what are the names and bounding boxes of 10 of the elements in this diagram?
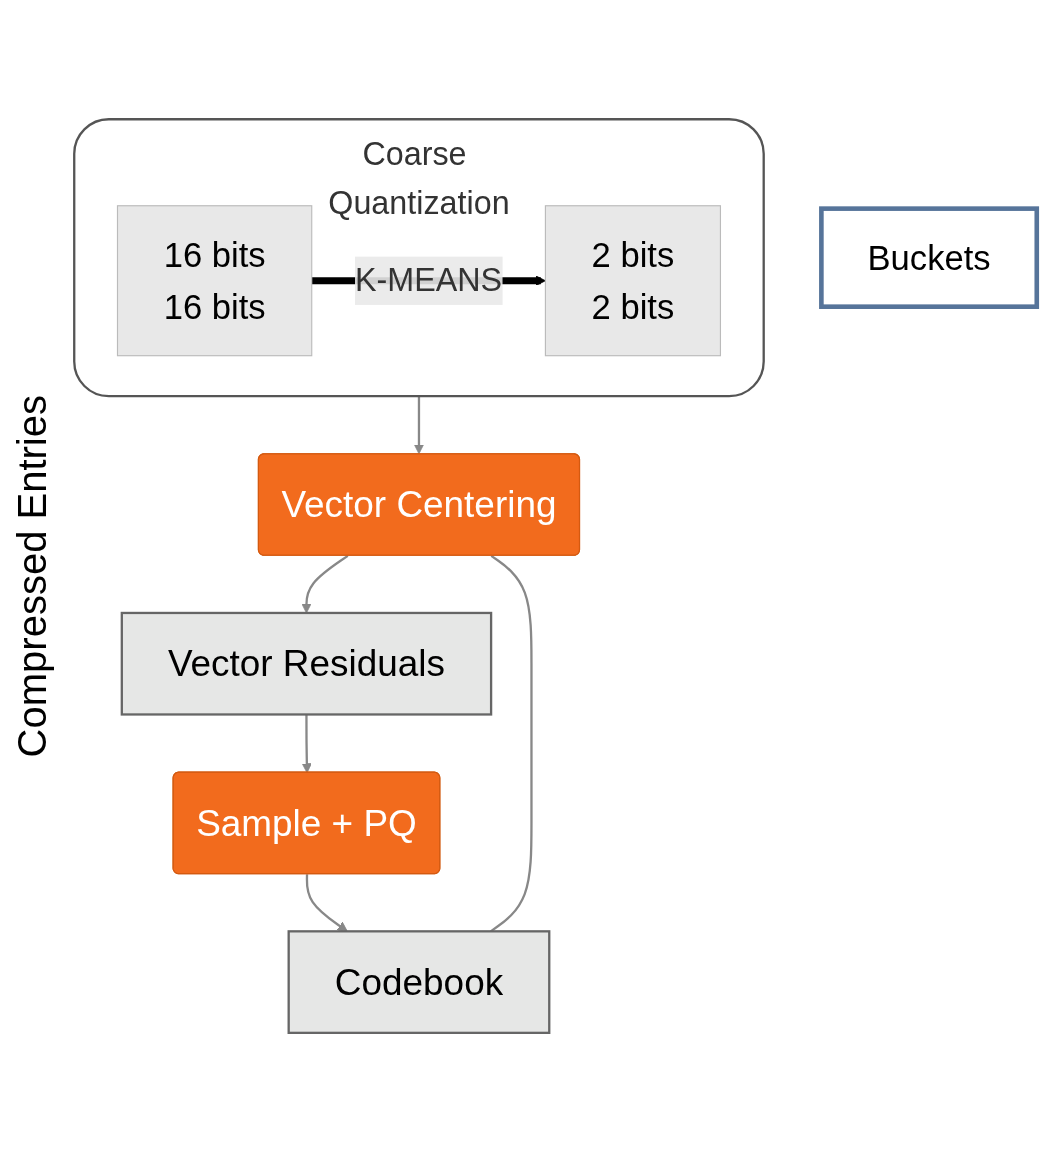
node-box: 16 bits 16 bits [116,205,313,357]
node-box: 2 bits 2 bits [544,205,721,357]
edge-label: K-MEANS [355,262,503,299]
node-box: Codebook [287,930,551,1035]
arrow [301,714,312,774]
side-label: Compressed Entries [10,395,55,758]
node-box: Buckets [819,206,1040,310]
arrow [413,396,425,455]
arrow [301,555,349,614]
node-box: Vector Residuals [120,612,493,717]
